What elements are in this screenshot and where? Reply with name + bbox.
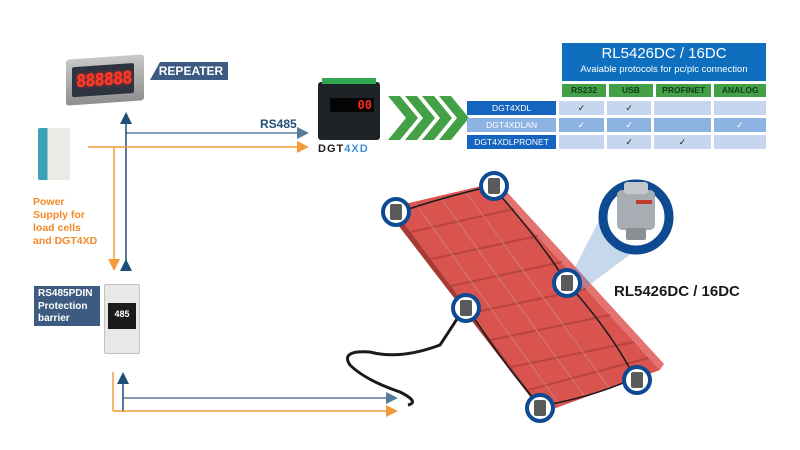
table-row: DGT4XDL ✓ ✓ xyxy=(467,101,766,115)
load-cell-icon xyxy=(552,268,582,298)
load-cell-icon xyxy=(622,365,652,395)
dgt4xd-indicator: 00 xyxy=(318,78,380,140)
dgt4xd-logo: DGT4XD xyxy=(318,143,369,155)
column-header: PROFINET xyxy=(655,84,712,97)
label-line: and DGT4XD xyxy=(33,235,98,247)
terminal-block xyxy=(322,78,376,84)
power-supply-device xyxy=(38,128,70,180)
column-header: USB xyxy=(608,84,653,97)
table-cell xyxy=(713,135,766,149)
table-cell: ✓ xyxy=(654,135,711,149)
label-line: Power xyxy=(33,196,65,208)
model-name: DGT4XDLAN xyxy=(467,118,557,132)
power-line xyxy=(88,141,398,417)
indicator-display: 00 xyxy=(330,98,374,112)
repeater-tag: REPEATER xyxy=(150,62,228,80)
rs485-barrier-device: 485 xyxy=(104,284,140,354)
logo-accent: 4XD xyxy=(344,143,369,155)
label-line: RS485PDIN xyxy=(38,288,93,299)
protocol-table-header: RL5426DC / 16DC Avaiable protocols for p… xyxy=(562,43,766,81)
label-line: load cells xyxy=(33,222,81,234)
protocol-table-title: RL5426DC / 16DC xyxy=(601,45,727,62)
load-cell-magnified-icon xyxy=(598,179,674,255)
repeater-display: 888888 xyxy=(76,68,132,93)
repeater-screen: 888888 xyxy=(72,62,134,98)
logo-main: DGT xyxy=(318,143,345,155)
repeater-device: 888888 xyxy=(66,54,144,106)
column-header: ANALOG xyxy=(714,84,766,97)
table-cell: ✓ xyxy=(559,101,604,115)
label-line: barrier xyxy=(38,313,70,324)
label-line: Supply for xyxy=(33,209,85,221)
model-name: DGT4XDLPRONET xyxy=(467,135,557,149)
table-cell: ✓ xyxy=(606,135,652,149)
table-cell xyxy=(713,101,766,115)
power-supply-label: Power Supply for load cells and DGT4XD xyxy=(33,196,113,248)
load-cell-icon xyxy=(479,171,509,201)
label-line: Protection xyxy=(38,300,88,312)
table-cell xyxy=(559,135,604,149)
barrier-tag: RS485PDIN Protection barrier xyxy=(34,286,100,326)
load-cell-icon xyxy=(525,393,555,423)
table-cell: ✓ xyxy=(606,118,652,132)
table-row: DGT4XDLPRONET ✓ ✓ xyxy=(467,135,766,149)
column-header: RS232 xyxy=(562,84,606,97)
rs485-signal-line xyxy=(117,112,398,412)
protocol-rows: DGT4XDL ✓ ✓ DGT4XDLAN ✓ ✓ ✓ DGT4XDLPRONE… xyxy=(467,101,766,152)
table-row: DGT4XDLAN ✓ ✓ ✓ xyxy=(467,118,766,132)
chevron-arrows-icon xyxy=(388,96,469,140)
protocol-columns: RS232 USB PROFINET ANALOG xyxy=(562,84,766,97)
rs485-label: RS485 xyxy=(260,117,297,131)
load-cell-icon xyxy=(381,197,411,227)
model-name: DGT4XDL xyxy=(467,101,557,115)
table-cell: ✓ xyxy=(559,118,604,132)
table-cell xyxy=(654,101,711,115)
barrier-face: 485 xyxy=(108,303,136,329)
table-cell: ✓ xyxy=(606,101,652,115)
table-cell xyxy=(654,118,711,132)
load-cell-icon xyxy=(451,293,481,323)
table-cell: ✓ xyxy=(713,118,766,132)
load-cell-label: RL5426DC / 16DC xyxy=(614,283,740,300)
protocol-table-subtitle: Avaiable protocols for pc/plc connection xyxy=(580,64,748,75)
